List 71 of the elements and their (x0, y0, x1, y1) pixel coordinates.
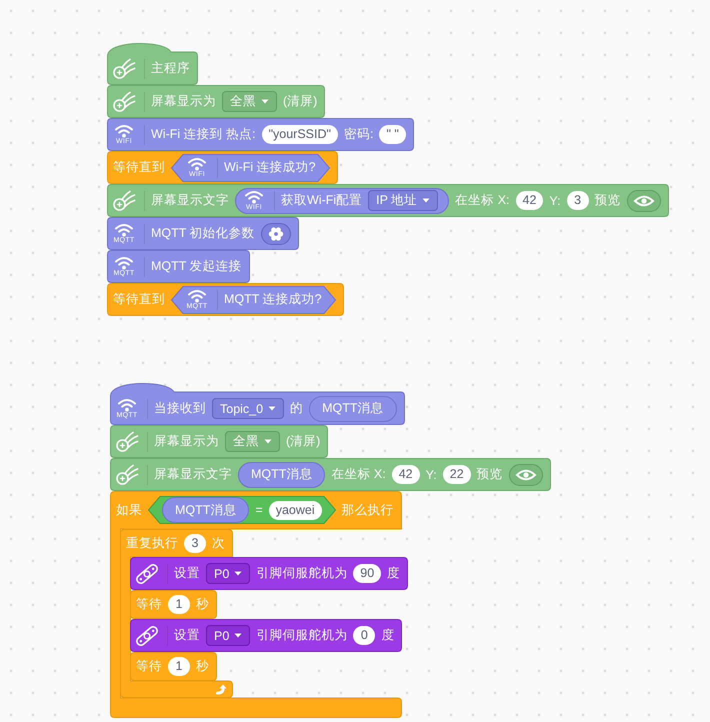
wait-block (130, 652, 217, 681)
dropdown: Topic_0 (212, 398, 284, 419)
block-text: = (255, 503, 263, 517)
block-text: 密码: (344, 126, 374, 143)
dropdown: IP 地址 (368, 190, 438, 211)
block-text: 的 (290, 400, 304, 417)
command-block (107, 250, 250, 283)
block-text: 预览 (476, 466, 503, 483)
block-text: 设置 (174, 565, 200, 582)
block-text: (清屏) (283, 93, 318, 110)
dropdown: 全黑 (222, 91, 277, 112)
block-text: Wi-Fi 连接到 热点: (151, 126, 256, 143)
reporter-block (162, 497, 250, 523)
block-text: 屏幕显示文字 (154, 466, 232, 483)
block-text: (清屏) (286, 433, 320, 450)
text-field: "yourSSID" (262, 125, 338, 144)
wait-until-block (107, 151, 338, 184)
block-text: 秒 (196, 658, 209, 675)
block-text: 那么执行 (342, 502, 394, 518)
block-text: 在坐标 X: (455, 192, 510, 209)
block-text: Y: (426, 468, 437, 482)
dropdown: P0 (206, 563, 250, 584)
block-text: 秒 (196, 596, 209, 613)
block-text: MQTT 连接成功? (224, 291, 322, 308)
command-block (107, 85, 326, 118)
block-text: 屏幕显示文字 (151, 192, 229, 209)
command-block (130, 619, 402, 652)
block-text: Y: (549, 194, 561, 208)
block-text: MQTT消息 (322, 400, 384, 417)
block-text: MQTT消息 (175, 502, 236, 518)
wait-block (130, 590, 217, 619)
block-text: 设置 (174, 627, 200, 644)
reporter-block (238, 462, 326, 488)
block-text: 等待直到 (113, 159, 165, 176)
command-block (107, 184, 669, 217)
reporter-block (309, 396, 397, 422)
block-text: 次 (212, 534, 225, 552)
block-text: 等待 (136, 596, 162, 613)
dropdown: P0 (206, 625, 250, 646)
block-text: 重复执行 (126, 534, 178, 552)
block-text: MQTT 初始化参数 (151, 225, 255, 242)
comparison-block (148, 496, 336, 524)
command-block (107, 118, 414, 151)
wait-until-block (107, 283, 344, 316)
command-block (107, 217, 299, 250)
boolean-block (171, 286, 336, 314)
block-text: 获取Wi-Fi配置 (281, 192, 362, 209)
command-block (130, 557, 408, 590)
block-text: 主程序 (151, 60, 190, 77)
block-text: 预览 (594, 192, 621, 209)
hat-block (107, 42, 198, 85)
block-text: 等待 (136, 658, 162, 675)
dropdown: 全黑 (225, 431, 280, 452)
block-text: 度 (381, 627, 394, 644)
block-text: 当接收到 (154, 400, 206, 417)
boolean-block (171, 154, 330, 182)
reporter-block (235, 188, 450, 214)
command-block (110, 425, 328, 458)
block-text: MQTT 发起连接 (151, 258, 242, 275)
block-text: 等待直到 (113, 291, 165, 308)
block-text: MQTT消息 (251, 466, 312, 483)
block-text: 如果 (116, 502, 142, 518)
block-text: Wi-Fi 连接成功? (224, 159, 316, 176)
block-text: 屏幕显示为 (151, 93, 216, 110)
block-text: 在坐标 X: (331, 466, 386, 483)
command-block (110, 458, 551, 491)
block-text: 屏幕显示为 (154, 433, 219, 450)
block-text: 度 (387, 565, 400, 582)
hat-block (110, 382, 405, 425)
block-text: 引脚伺服舵机为 (256, 565, 348, 582)
block-text: 引脚伺服舵机为 (256, 627, 348, 644)
